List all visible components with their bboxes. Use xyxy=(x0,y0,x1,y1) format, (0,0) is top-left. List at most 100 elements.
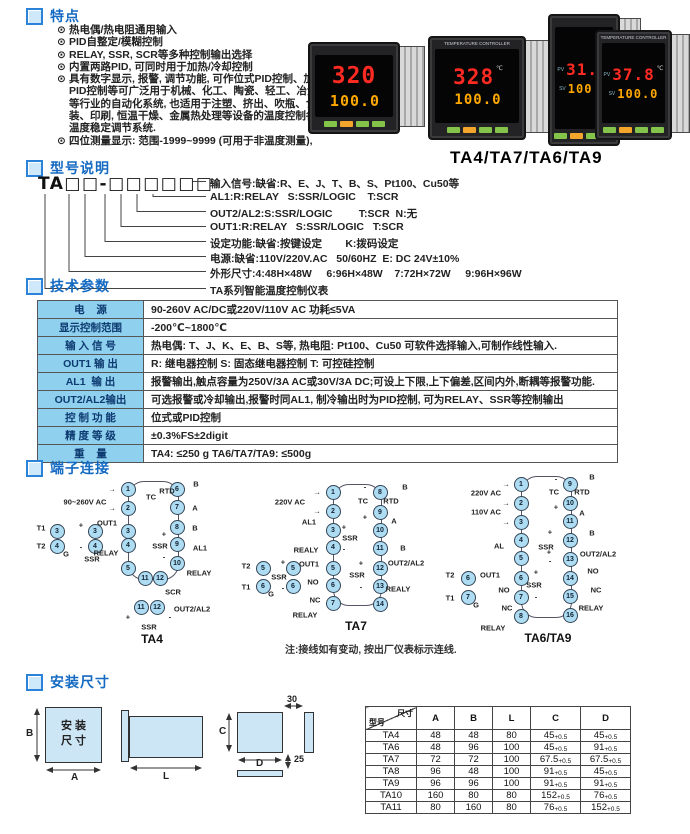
section-title: 型号说明 xyxy=(50,160,110,176)
diagram-label: G xyxy=(473,600,479,610)
terminal: 3 xyxy=(513,514,529,530)
diagram-label: → xyxy=(313,506,321,516)
diagram-label: OUT2/AL2 xyxy=(579,549,617,559)
spec-value: ±0.3%FS±2digit xyxy=(143,426,618,445)
spec-value: 可选报警或冷却输出,报警时同AL1, 制冷输出时为PID控制, 可为RELAY、… xyxy=(143,390,618,409)
device-side-panel xyxy=(400,46,425,127)
diagram-label: - xyxy=(342,544,346,554)
dims-model-cell: TA9 xyxy=(365,777,417,790)
dims-value-cell: 96 xyxy=(416,765,455,778)
panel-drawing-text: 安 装 尺 寸 xyxy=(60,720,87,747)
dims-value-cell: 67.5+0.5 xyxy=(580,753,631,766)
diagram-label: A xyxy=(391,516,397,526)
terminal: 7 xyxy=(169,499,185,515)
device-buttons xyxy=(600,124,667,135)
tolerance-label: +0.5 xyxy=(604,734,618,741)
dim-label-25: 25 xyxy=(294,754,305,764)
diagram-label: RELAY xyxy=(292,610,318,620)
diagram-label: + xyxy=(341,522,347,532)
diagram-label: G xyxy=(268,589,274,599)
terminal: 1 xyxy=(325,484,341,500)
spec-label: AL1 输 出 xyxy=(37,372,144,391)
dims-value-cell: 80 xyxy=(492,801,531,814)
spec-row: 精 度 等 级±0.3%FS±2digit xyxy=(37,426,618,445)
dims-value-cell: 91+0.5 xyxy=(530,765,581,778)
dims-corner-cell: 尺寸型号 xyxy=(365,706,417,730)
diagram-caption: TA7 xyxy=(345,619,367,633)
dim-label-30: 30 xyxy=(287,694,298,704)
diagram-label: + xyxy=(533,567,539,577)
diagram-label: A xyxy=(579,508,585,518)
diagram-label: 220V AC xyxy=(274,497,306,507)
spec-label: 重 量 xyxy=(37,444,144,463)
dims-value-cell: 76+0.5 xyxy=(580,789,631,802)
spec-row: 显示控制范围-200℃~1800℃ xyxy=(37,318,618,337)
tolerance-label: +0.5 xyxy=(558,758,572,765)
diagram-label: SSR xyxy=(141,622,157,632)
dim-label-d: D xyxy=(256,758,264,769)
diagram-label: TC xyxy=(146,492,156,502)
spec-value: R: 继电器控制 S: 固态继电器控制 T: 可控硅控制 xyxy=(143,354,618,373)
diagram-label: 220V AC xyxy=(470,488,502,498)
sv-label: SV xyxy=(559,86,566,92)
dims-value-cell: 48 xyxy=(454,765,493,778)
diagram-label: SSR xyxy=(271,572,287,582)
terminal: 3 xyxy=(120,523,136,539)
dims-value-cell: 160 xyxy=(454,801,493,814)
diagram-label: → xyxy=(502,479,510,489)
model-line: OUT2/AL2:S:SSR/LOGIC T:SCR N:无 xyxy=(210,208,418,220)
tolerance-label: +0.5 xyxy=(557,794,570,801)
series-title: TA4/TA7/TA6/TA9 xyxy=(450,148,603,167)
diagram-label: B xyxy=(192,523,198,533)
section-header-terminals: 端子连接 xyxy=(26,458,110,478)
feature-text: 具有数字显示, 报警, 调节功能, 可作位式PID控制、加热/冷却PID控制等可… xyxy=(69,73,350,135)
spec-row: 输 入 信 号热电偶: T、J、K、E、B、S等, 热电阻: Pt100、Cu5… xyxy=(37,336,618,355)
tolerance-label: +0.5 xyxy=(554,770,568,777)
spec-label: 输 入 信 号 xyxy=(37,336,144,355)
diagram-label: OUT1 xyxy=(298,559,320,569)
device-buttons xyxy=(433,124,521,135)
terminal: 14 xyxy=(562,570,578,586)
unit-label: ℃ xyxy=(656,66,664,72)
mounting-section: 安 装 尺 寸 B A L C D 30 25 xyxy=(0,670,690,834)
terminal: 12 xyxy=(562,532,578,548)
model-line: 设定功能:缺省:按键设定 K:拨码设定 xyxy=(210,238,399,250)
terminal: 9 xyxy=(562,476,578,492)
terminal: 9 xyxy=(169,536,185,552)
device-header-text xyxy=(313,47,395,54)
dims-value-cell: 76+0.5 xyxy=(530,801,581,814)
tolerance-label: +0.5 xyxy=(607,806,620,813)
dims-value-cell: 80 xyxy=(416,801,455,814)
feature-item: ⊙四位测量显示: 范围-1999~9999 (可用于非温度测量), xyxy=(57,135,349,147)
pv-label: PV xyxy=(557,66,565,73)
terminal: 10 xyxy=(562,495,578,511)
section-square-icon xyxy=(26,459,43,477)
dims-value-cell: 48 xyxy=(454,729,493,742)
section-square-icon xyxy=(26,277,43,295)
dims-value-cell: 96 xyxy=(454,777,493,790)
diagram-label: REALY xyxy=(293,545,319,555)
model-line: 输入信号:缺省:R、E、J、T、B、S、Pt100、Cu50等 xyxy=(210,178,460,190)
feature-list: ⊙热电偶/热电阻通用输入⊙PID自整定/模糊控制⊙RELAY, SSR, SCR… xyxy=(57,24,349,147)
terminal: 3 xyxy=(325,522,341,538)
diagram-label: RELAY xyxy=(480,623,506,633)
diagram-label: 110V AC xyxy=(471,507,501,517)
dims-header-cell: D xyxy=(580,706,631,730)
diagram-label: + xyxy=(553,502,559,512)
terminal: 15 xyxy=(562,588,578,604)
diagram-label: - xyxy=(359,582,363,592)
diagram-label: 90~260V AC xyxy=(63,497,107,507)
tolerance-label: +0.5 xyxy=(604,770,618,777)
feature-text: 四位测量显示: 范围-1999~9999 (可用于非温度测量), xyxy=(69,134,313,147)
device-front: 320 100.0 xyxy=(308,42,400,134)
panel-side-body-drawing xyxy=(129,716,203,758)
spec-label: 控 制 功 能 xyxy=(37,408,144,427)
